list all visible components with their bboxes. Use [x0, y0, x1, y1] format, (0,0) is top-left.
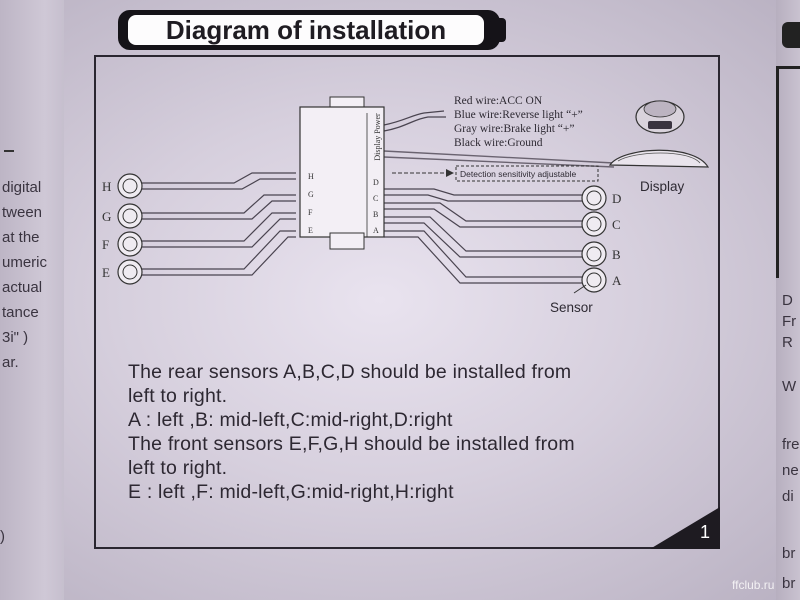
wire-labels: Red wire:ACC ON Blue wire:Reverse light …: [454, 95, 583, 149]
right-page-text: W: [782, 378, 797, 395]
instruction-line: The front sensors E,F,G,H should be inst…: [128, 433, 575, 455]
sensor-icon: [117, 231, 143, 257]
sensor-icon: [586, 246, 602, 262]
power-cable: [383, 110, 445, 126]
right-page-text: fre: [782, 436, 800, 453]
display-icon: [608, 100, 710, 168]
sensor-pointer: [573, 284, 587, 294]
title-badge: Diagram of installation: [118, 10, 506, 50]
right-page-text: di: [782, 488, 794, 505]
power-cable: [383, 116, 446, 132]
installation-instructions: The rear sensors A,B,C,D should be insta…: [128, 360, 708, 504]
right-page-text: Fr: [782, 313, 797, 330]
watermark: ffclub.ru: [732, 578, 775, 592]
red-wire-label: Red wire:ACC ON: [454, 95, 543, 107]
sensor-letter: H: [102, 179, 111, 194]
installation-diagram: Display Power H G F E A B C D H G F E D …: [102, 95, 710, 315]
left-page-edge: digital tween at the umeric actual tance…: [0, 0, 64, 600]
control-box-side-label: Display Power: [373, 113, 382, 161]
control-box: Display Power H G F E A B C D: [299, 96, 385, 250]
sensor-letter: C: [612, 217, 621, 232]
port-label: G: [308, 190, 314, 199]
blue-wire-label: Blue wire:Reverse light “+”: [454, 109, 583, 121]
sensor-icon: [122, 208, 138, 224]
display-label: Display: [640, 179, 685, 194]
right-page-title-badge: [782, 22, 800, 48]
rear-sensor-wires: [384, 188, 582, 284]
port-label: E: [308, 226, 313, 235]
sensor-icon: [581, 211, 607, 237]
rear-sensors: D C B A: [581, 185, 622, 293]
page-number: 1: [700, 522, 711, 542]
front-sensors: H G F E: [102, 173, 143, 285]
divider: [4, 150, 14, 152]
sensor-letter: G: [102, 209, 111, 224]
instruction-line: The rear sensors A,B,C,D should be insta…: [128, 361, 572, 383]
sensor-icon: [581, 267, 607, 293]
right-page-edge: D Fr R W fre ne di br br: [776, 0, 800, 600]
port-label: D: [373, 178, 379, 187]
display-cable: [383, 156, 615, 168]
sensor-icon: [117, 173, 143, 199]
sensor-letter: A: [612, 273, 622, 288]
page-title: Diagram of installation: [128, 15, 484, 45]
gray-wire-label: Gray wire:Brake light “+”: [454, 123, 574, 135]
detection-box: Detection sensitivity adjustable: [392, 165, 599, 182]
right-page-text: R: [782, 334, 793, 351]
left-page-paren: ): [0, 528, 5, 545]
title-badge-cap: [490, 18, 506, 42]
port-label: H: [308, 172, 314, 181]
detection-label: Detection sensitivity adjustable: [460, 169, 577, 179]
instruction-line: left to right.: [128, 385, 228, 407]
sensor-icon: [122, 236, 138, 252]
sensor-letter: B: [612, 247, 621, 262]
right-page-text: br: [782, 545, 796, 562]
front-sensor-wires: [142, 172, 296, 276]
right-page-frame-side: [776, 68, 783, 278]
sensor-letter: F: [102, 237, 109, 252]
display-cable: [383, 150, 615, 164]
sensor-icon: [581, 185, 607, 211]
sensor-letter: D: [612, 191, 621, 206]
right-page-frame-top: [776, 66, 800, 69]
sensor-icon: [586, 216, 602, 232]
sensor-icon: [581, 241, 607, 267]
sensor-icon: [117, 203, 143, 229]
sensor-icon: [122, 178, 138, 194]
sensor-icon: [586, 272, 602, 288]
sensor-icon: [122, 264, 138, 280]
instruction-line: A : left ,B: mid-left,C:mid-right,D:righ…: [128, 409, 453, 431]
sensor-label: Sensor: [550, 300, 593, 315]
right-page-text: D: [782, 292, 793, 309]
port-label: C: [373, 194, 378, 203]
sensor-icon: [586, 190, 602, 206]
instruction-line: left to right.: [128, 457, 228, 479]
right-page-text: ne: [782, 462, 799, 479]
left-page-text: digital tween at the umeric actual tance…: [2, 179, 48, 371]
black-wire-label: Black wire:Ground: [454, 137, 543, 149]
port-label: F: [308, 208, 313, 217]
sensor-letter: E: [102, 265, 110, 280]
right-page-text: br: [782, 575, 796, 592]
instruction-line: E : left ,F: mid-left,G:mid-right,H:righ…: [128, 481, 454, 503]
diagram-frame: [94, 55, 720, 549]
sensor-icon: [117, 259, 143, 285]
port-label: A: [373, 226, 379, 235]
port-label: B: [373, 210, 378, 219]
